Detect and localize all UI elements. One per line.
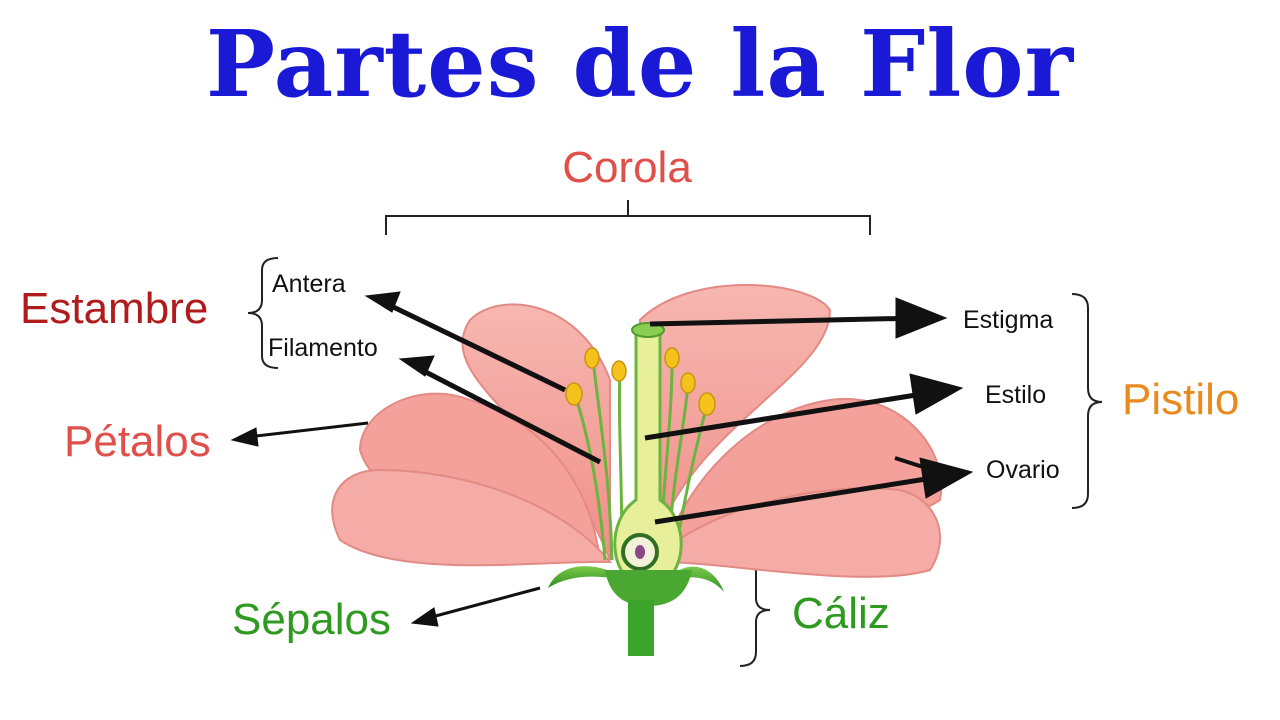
corola-label: Corola — [562, 143, 692, 192]
caliz-brace — [739, 557, 771, 667]
petalos-label: Pétalos — [64, 417, 211, 466]
page-title: Partes de la Flor — [205, 10, 1075, 118]
pistil — [613, 322, 683, 592]
pistilo-label: Pistilo — [1122, 375, 1240, 424]
anthers — [565, 347, 716, 416]
corola-bracket — [385, 200, 871, 235]
estilo-label: Estilo — [985, 381, 1047, 409]
filamento-label: Filamento — [268, 334, 378, 362]
estigma-label: Estigma — [963, 306, 1054, 334]
estambre-label: Estambre — [20, 284, 209, 333]
stem — [628, 600, 654, 656]
pistilo-brace — [1071, 293, 1103, 509]
antera-label: Antera — [272, 270, 346, 298]
label-arrows — [230, 291, 974, 627]
estambre-brace — [247, 257, 279, 369]
sepals — [548, 566, 724, 606]
ovario-label: Ovario — [986, 456, 1060, 484]
caliz-label: Cáliz — [792, 589, 890, 638]
sepalos-label: Sépalos — [232, 595, 392, 644]
